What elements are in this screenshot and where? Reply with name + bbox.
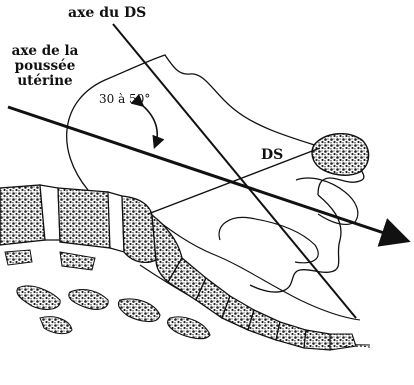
pubic-bone bbox=[312, 134, 369, 176]
uterus-outline bbox=[67, 55, 364, 195]
uterine-axis-label-line-1: axe de la bbox=[2, 44, 88, 59]
angle-arc bbox=[142, 105, 157, 146]
angle-label: 30 à 50° bbox=[99, 92, 150, 107]
ds-label: DS bbox=[261, 148, 283, 163]
inner-organ-outline-2 bbox=[296, 178, 358, 224]
lumbar-spine bbox=[0, 185, 156, 270]
inner-organ-outline bbox=[219, 217, 318, 262]
ds-axis-line bbox=[113, 24, 356, 318]
uterine-axis-label-line-3: utérine bbox=[2, 74, 88, 89]
uterine-axis-label-line-2: poussée bbox=[2, 59, 88, 74]
uterine-axis-label: axe de la poussée utérine bbox=[2, 44, 88, 89]
ds-axis-label: axe du DS bbox=[68, 6, 146, 21]
posterior-bone-fragments bbox=[17, 286, 210, 339]
